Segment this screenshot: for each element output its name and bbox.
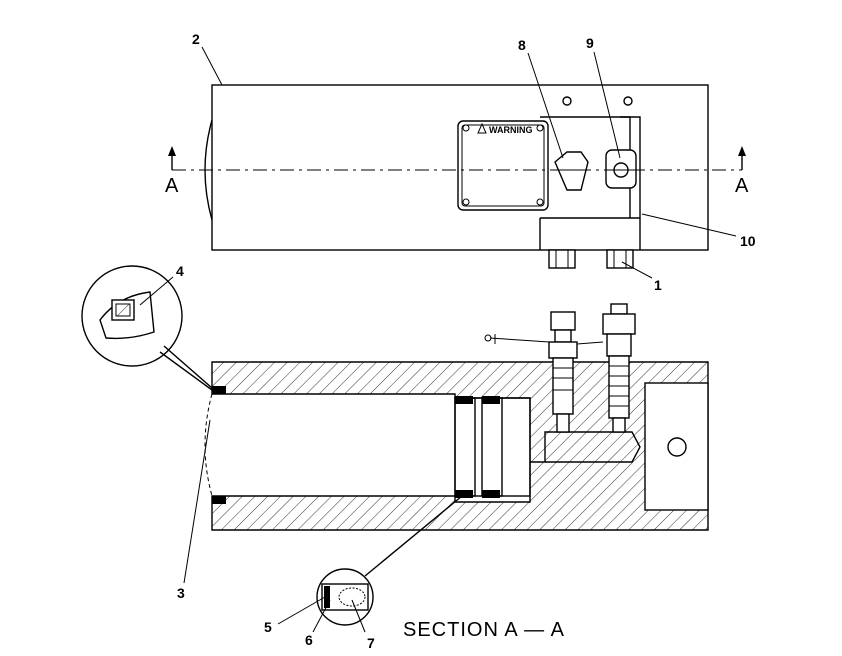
section-marker-right: A [735, 175, 749, 197]
port-cavity [644, 382, 709, 511]
detail-bubble-lower [316, 495, 463, 626]
cylinder-housing [211, 361, 709, 531]
leader-lines [139, 46, 737, 633]
callout-9: 9 [586, 35, 594, 51]
piston-seal [455, 396, 473, 404]
mount-hole [623, 96, 633, 106]
callout-8: 8 [518, 37, 526, 53]
manifold-block [540, 116, 641, 219]
piston-seal [482, 396, 500, 404]
hex-plug [554, 151, 589, 191]
callout-3: 3 [177, 585, 185, 601]
callout-6: 6 [305, 632, 313, 648]
cartridge-valve [548, 311, 578, 433]
rod-seal [212, 496, 226, 504]
callout-10: 10 [740, 233, 756, 249]
section-title: SECTION A — A [403, 619, 565, 641]
detail-bubble-upper [81, 265, 213, 391]
arrow-up-icon [738, 146, 746, 156]
section-marker-left: A [165, 175, 179, 197]
callout-4: 4 [176, 263, 184, 279]
section-view [204, 303, 709, 531]
warning-label: WARNING [489, 125, 533, 135]
warning-plate: WARNING [457, 120, 549, 211]
relief-fitting [605, 149, 637, 189]
callout-2: 2 [192, 31, 200, 47]
mount-hole [562, 96, 572, 106]
port-hole [667, 437, 687, 457]
callout-1: 1 [654, 277, 662, 293]
piston [454, 396, 531, 498]
top-view: WARNING A A [165, 84, 749, 269]
arrow-up-icon [168, 146, 176, 156]
piston-seal [455, 490, 473, 498]
callout-7: 7 [367, 635, 375, 651]
bottom-nut [548, 249, 576, 269]
warning-triangle-icon [477, 122, 487, 134]
callout-5: 5 [264, 619, 272, 635]
rod-seal [212, 386, 226, 394]
relief-valve [602, 303, 636, 433]
bottom-nut [606, 249, 634, 269]
piston-seal [482, 490, 500, 498]
